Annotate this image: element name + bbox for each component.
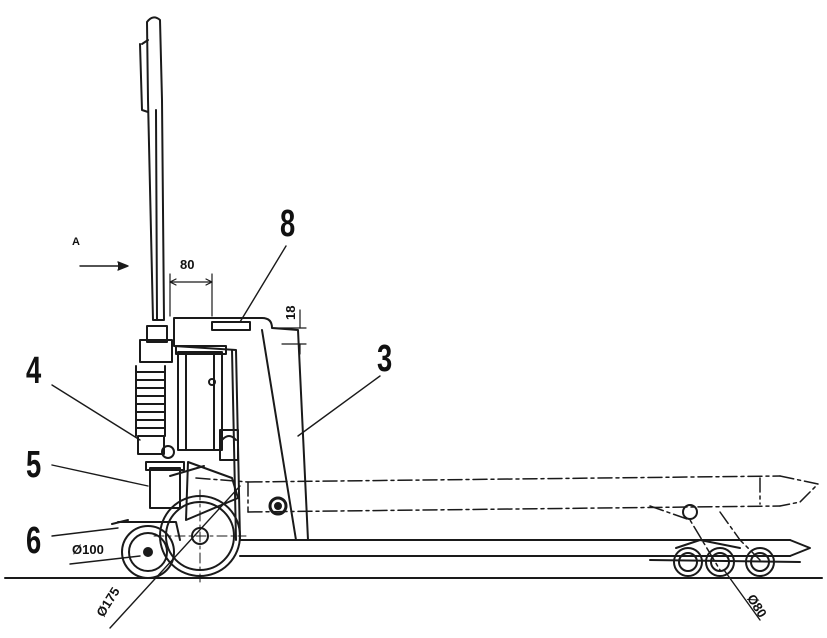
dimension-80 — [169, 273, 213, 317]
view-label-a: A — [72, 236, 80, 248]
pivot-pin — [268, 496, 288, 516]
raised-fork-outline — [195, 475, 819, 571]
frame-body — [173, 317, 309, 541]
tiller-handle — [139, 16, 165, 321]
main-wheel — [153, 489, 247, 583]
callout-5: 5 — [26, 444, 42, 486]
pump-assembly — [135, 325, 239, 461]
fork-arm — [239, 539, 811, 563]
leader-lines — [51, 245, 761, 629]
callout-3: 3 — [377, 338, 393, 380]
steer-housing — [145, 461, 239, 521]
dim-label-80: 80 — [180, 257, 195, 272]
dim-label-18: 18 — [283, 305, 298, 320]
callout-8: 8 — [280, 203, 296, 245]
view-arrow — [79, 261, 129, 271]
pivot-pin-center — [274, 502, 282, 510]
load-rollers — [673, 504, 775, 577]
callout-4: 4 — [26, 350, 42, 392]
steer-wheel — [111, 519, 181, 579]
callout-6: 6 — [26, 520, 42, 562]
dim-label-steer-wheel: Ø100 — [72, 542, 104, 557]
dimension-18 — [271, 309, 307, 355]
